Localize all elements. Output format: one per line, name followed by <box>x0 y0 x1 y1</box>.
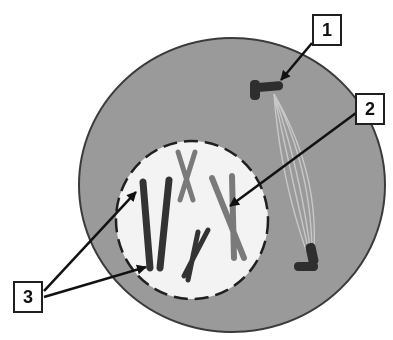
centriole-top <box>250 80 284 100</box>
label-3: 3 <box>13 281 43 313</box>
chromosome-top <box>175 149 198 203</box>
chromosome-right <box>209 173 247 261</box>
arrow-1 <box>280 42 313 81</box>
label-2: 2 <box>355 93 385 125</box>
label-1: 1 <box>312 14 342 46</box>
arrow-3b <box>43 264 147 299</box>
spindle-fibers <box>273 93 316 251</box>
chromosome-large-left <box>139 176 173 272</box>
arrow-2 <box>229 111 357 208</box>
arrow-3a <box>43 191 137 292</box>
chromosome-small <box>181 227 211 283</box>
centriole-bottom <box>294 242 319 271</box>
